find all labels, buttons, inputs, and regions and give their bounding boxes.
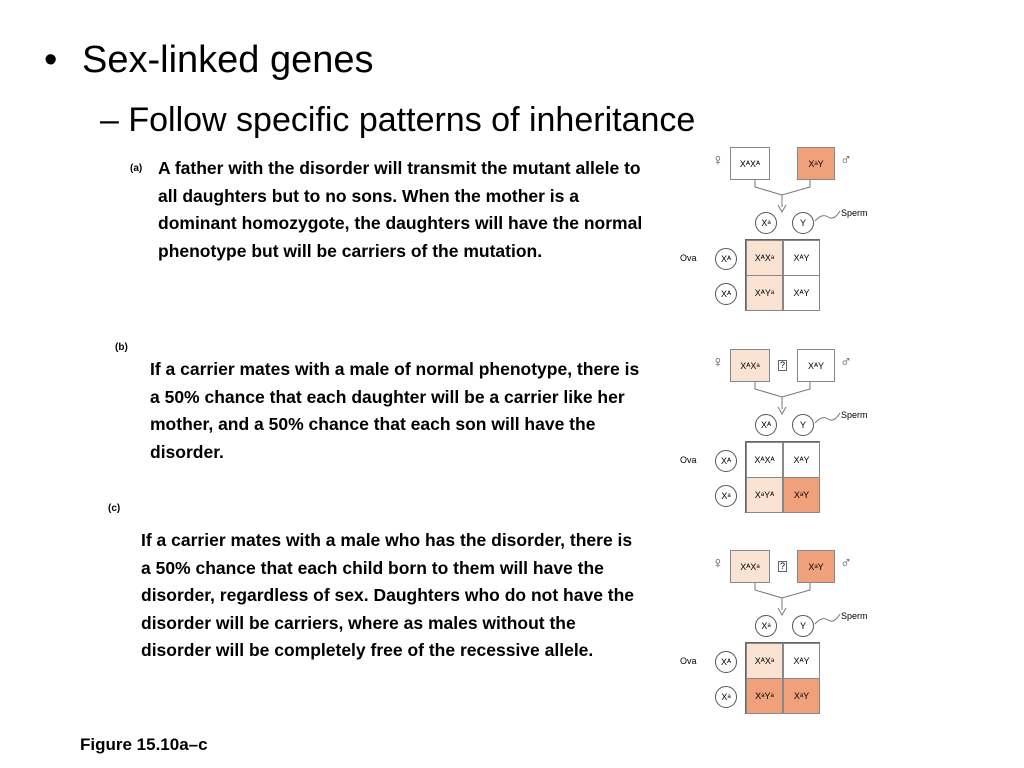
bullet-dot: • [44,39,58,81]
punnett-cell: XᴬXᵃ [746,240,783,276]
panel-b-text: If a carrier mates with a male of normal… [150,359,640,462]
sperm-allele: Xᵃ [755,212,777,234]
bullet-heading: • Sex-linked genes [44,36,374,84]
punnett-cell: XᴬXᵃ [746,643,783,679]
ovum-allele: Xᴬ [715,450,737,472]
female-genotype: XᴬXᵃ [730,349,770,382]
panel-c-text: If a carrier mates with a male who has t… [141,530,635,660]
punnett-cell: XᴬY [783,275,820,311]
unknown-glyph: ? [778,360,787,371]
punnett-cell: XᴬY [783,240,820,276]
punnett-cell: XᵃY [783,678,820,714]
male-genotype: XᵃY [797,147,835,180]
figure-caption: Figure 15.10a–c [80,735,208,754]
ovum-allele: Xᴬ [715,248,737,270]
sperm-label: Sperm [841,611,868,621]
panel-c-tag: (c) [108,503,121,514]
female-symbol-icon: ♀ [712,555,724,572]
sperm-allele: Y [792,212,814,234]
ovum-allele: Xᴬ [715,283,737,305]
panel-a-text: A father with the disorder will transmit… [158,158,643,261]
punnett-cell: XᵃYᵃ [746,678,783,714]
panel-a-tag: (a) [130,163,143,174]
male-genotype: XᵃY [797,550,835,583]
ovum-allele: Xᵃ [715,485,737,507]
male-symbol-icon: ♂ [840,555,852,572]
ova-label: Ova [680,455,697,465]
punnett-cell: XᴬYᵃ [746,275,783,311]
male-symbol-icon: ♂ [840,354,852,371]
female-genotype: XᴬXᴬ [730,147,770,180]
ovum-allele: Xᵃ [715,686,737,708]
connector-lines [754,380,841,424]
male-symbol-icon: ♂ [840,152,852,169]
ovum-allele: Xᴬ [715,651,737,673]
female-symbol-icon: ♀ [712,152,724,169]
connector-lines [754,178,841,222]
punnett-cell: XᴬXᴬ [746,442,783,478]
sub-bullet: – Follow specific patterns of inheritanc… [100,101,696,139]
sperm-allele: Y [792,414,814,436]
sperm-label: Sperm [841,410,868,420]
sperm-label: Sperm [841,208,868,218]
sperm-allele: Xᵃ [755,615,777,637]
female-symbol-icon: ♀ [712,354,724,371]
punnett-cell: XᵃYᴬ [746,477,783,513]
male-genotype: XᴬY [797,349,835,382]
punnett-cell: XᴬY [783,442,820,478]
connector-lines [754,581,841,625]
ova-label: Ova [680,253,697,263]
bullet-text: Sex-linked genes [82,39,374,81]
panel-b-tag: (b) [115,342,128,353]
sperm-allele: Y [792,615,814,637]
punnett-cell: XᵃY [783,477,820,513]
sperm-allele: Xᴬ [755,414,777,436]
female-genotype: XᴬXᵃ [730,550,770,583]
punnett-cell: XᴬY [783,643,820,679]
unknown-glyph: ? [778,561,787,572]
ova-label: Ova [680,656,697,666]
